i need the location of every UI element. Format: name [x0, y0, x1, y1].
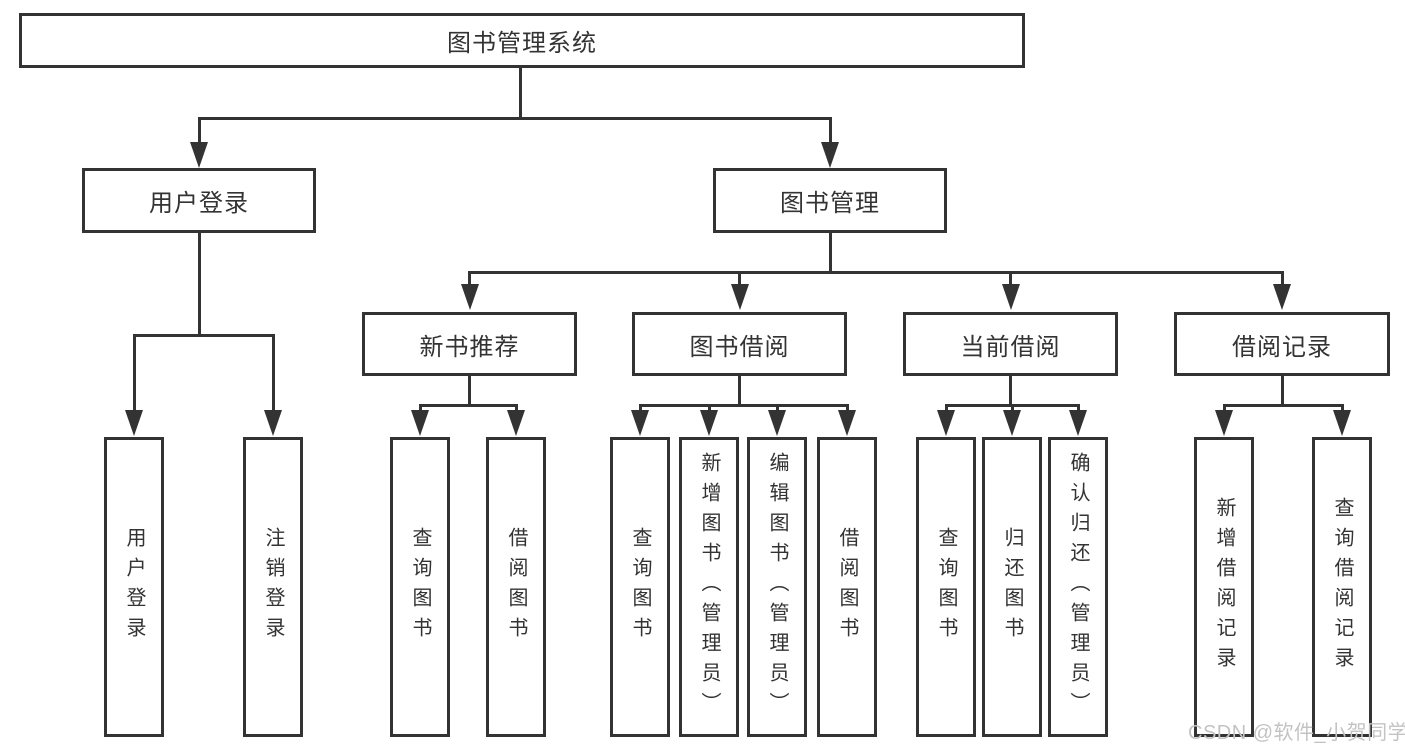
connector-line [519, 67, 522, 118]
arrow-down-icon [1069, 410, 1087, 436]
connector-line [418, 404, 422, 413]
connector-line [468, 270, 1282, 274]
leaf-add-book-admin: 新增图书（管理员） [679, 437, 739, 737]
leaf-query-book-recommend: 查询图书 [390, 437, 450, 737]
arrow-down-icon [125, 410, 143, 436]
leaf-user-login: 用户登录 [104, 437, 164, 737]
arrow-down-icon [821, 142, 839, 168]
connector-line [707, 404, 711, 413]
node-root: 图书管理系统 [19, 13, 1025, 68]
arrow-down-icon [190, 142, 208, 168]
arrow-down-icon [1215, 410, 1233, 436]
connector-line [738, 271, 741, 286]
arrow-down-icon [1003, 410, 1021, 436]
arrow-down-icon [507, 410, 525, 436]
leaf-borrow-book: 借阅图书 [817, 437, 877, 737]
connector-line [418, 403, 518, 407]
arrow-down-icon [937, 410, 955, 436]
watermark: CSDN @软件_小贺同学 [1188, 722, 1405, 744]
connector-line [514, 404, 518, 413]
connector-line [638, 404, 642, 413]
connector-line [828, 117, 832, 144]
leaf-query-book-current: 查询图书 [916, 437, 976, 737]
connector-line [944, 404, 948, 413]
leaf-confirm-return-admin: 确认归还（管理员） [1048, 437, 1108, 737]
arrow-down-icon [1273, 284, 1291, 310]
connector-line [271, 334, 275, 411]
connector-line [1280, 375, 1284, 406]
leaf-edit-book-admin: 编辑图书（管理员） [747, 437, 807, 737]
leaf-borrow-book-recommend: 借阅图书 [486, 437, 546, 737]
arrow-down-icon [631, 410, 649, 436]
arrow-down-icon [460, 284, 479, 310]
connector-line [132, 333, 275, 337]
arrow-down-icon [1001, 284, 1020, 310]
connector-line [1010, 404, 1014, 413]
connector-line [468, 271, 471, 286]
connector-line [132, 334, 136, 411]
connector-line [1076, 404, 1080, 413]
leaf-logout: 注销登录 [243, 437, 303, 737]
connector-line [197, 117, 201, 144]
node-book-management: 图书管理 [713, 168, 947, 233]
node-user-login: 用户登录 [82, 168, 316, 233]
node-book-borrow: 图书借阅 [632, 312, 847, 376]
leaf-add-borrow-record: 新增借阅记录 [1194, 437, 1254, 737]
connector-line [1009, 375, 1012, 406]
connector-line [468, 375, 471, 406]
connector-line [1280, 271, 1284, 286]
connector-line [197, 116, 832, 120]
connector-line [845, 404, 849, 413]
node-borrow-record: 借阅记录 [1174, 312, 1390, 376]
node-new-book-recommend: 新书推荐 [362, 312, 577, 376]
connector-line [738, 375, 741, 406]
arrow-down-icon [411, 410, 429, 436]
connector-line [638, 403, 849, 407]
connector-line [775, 404, 779, 413]
node-current-borrow: 当前借阅 [903, 312, 1118, 376]
leaf-query-borrow-record: 查询借阅记录 [1312, 437, 1372, 737]
connector-line [197, 232, 201, 336]
connector-line [1222, 403, 1344, 407]
arrow-down-icon [1333, 410, 1351, 436]
arrow-down-icon [768, 410, 786, 436]
arrow-down-icon [700, 410, 718, 436]
leaf-return-book: 归还图书 [982, 437, 1042, 737]
connector-line [1340, 404, 1344, 413]
connector-line [828, 232, 832, 273]
arrow-down-icon [838, 410, 856, 436]
arrow-down-icon [730, 284, 749, 310]
connector-line [1009, 271, 1012, 286]
leaf-query-book-borrow: 查询图书 [610, 437, 670, 737]
arrow-down-icon [264, 410, 282, 436]
connector-line [1222, 404, 1226, 413]
